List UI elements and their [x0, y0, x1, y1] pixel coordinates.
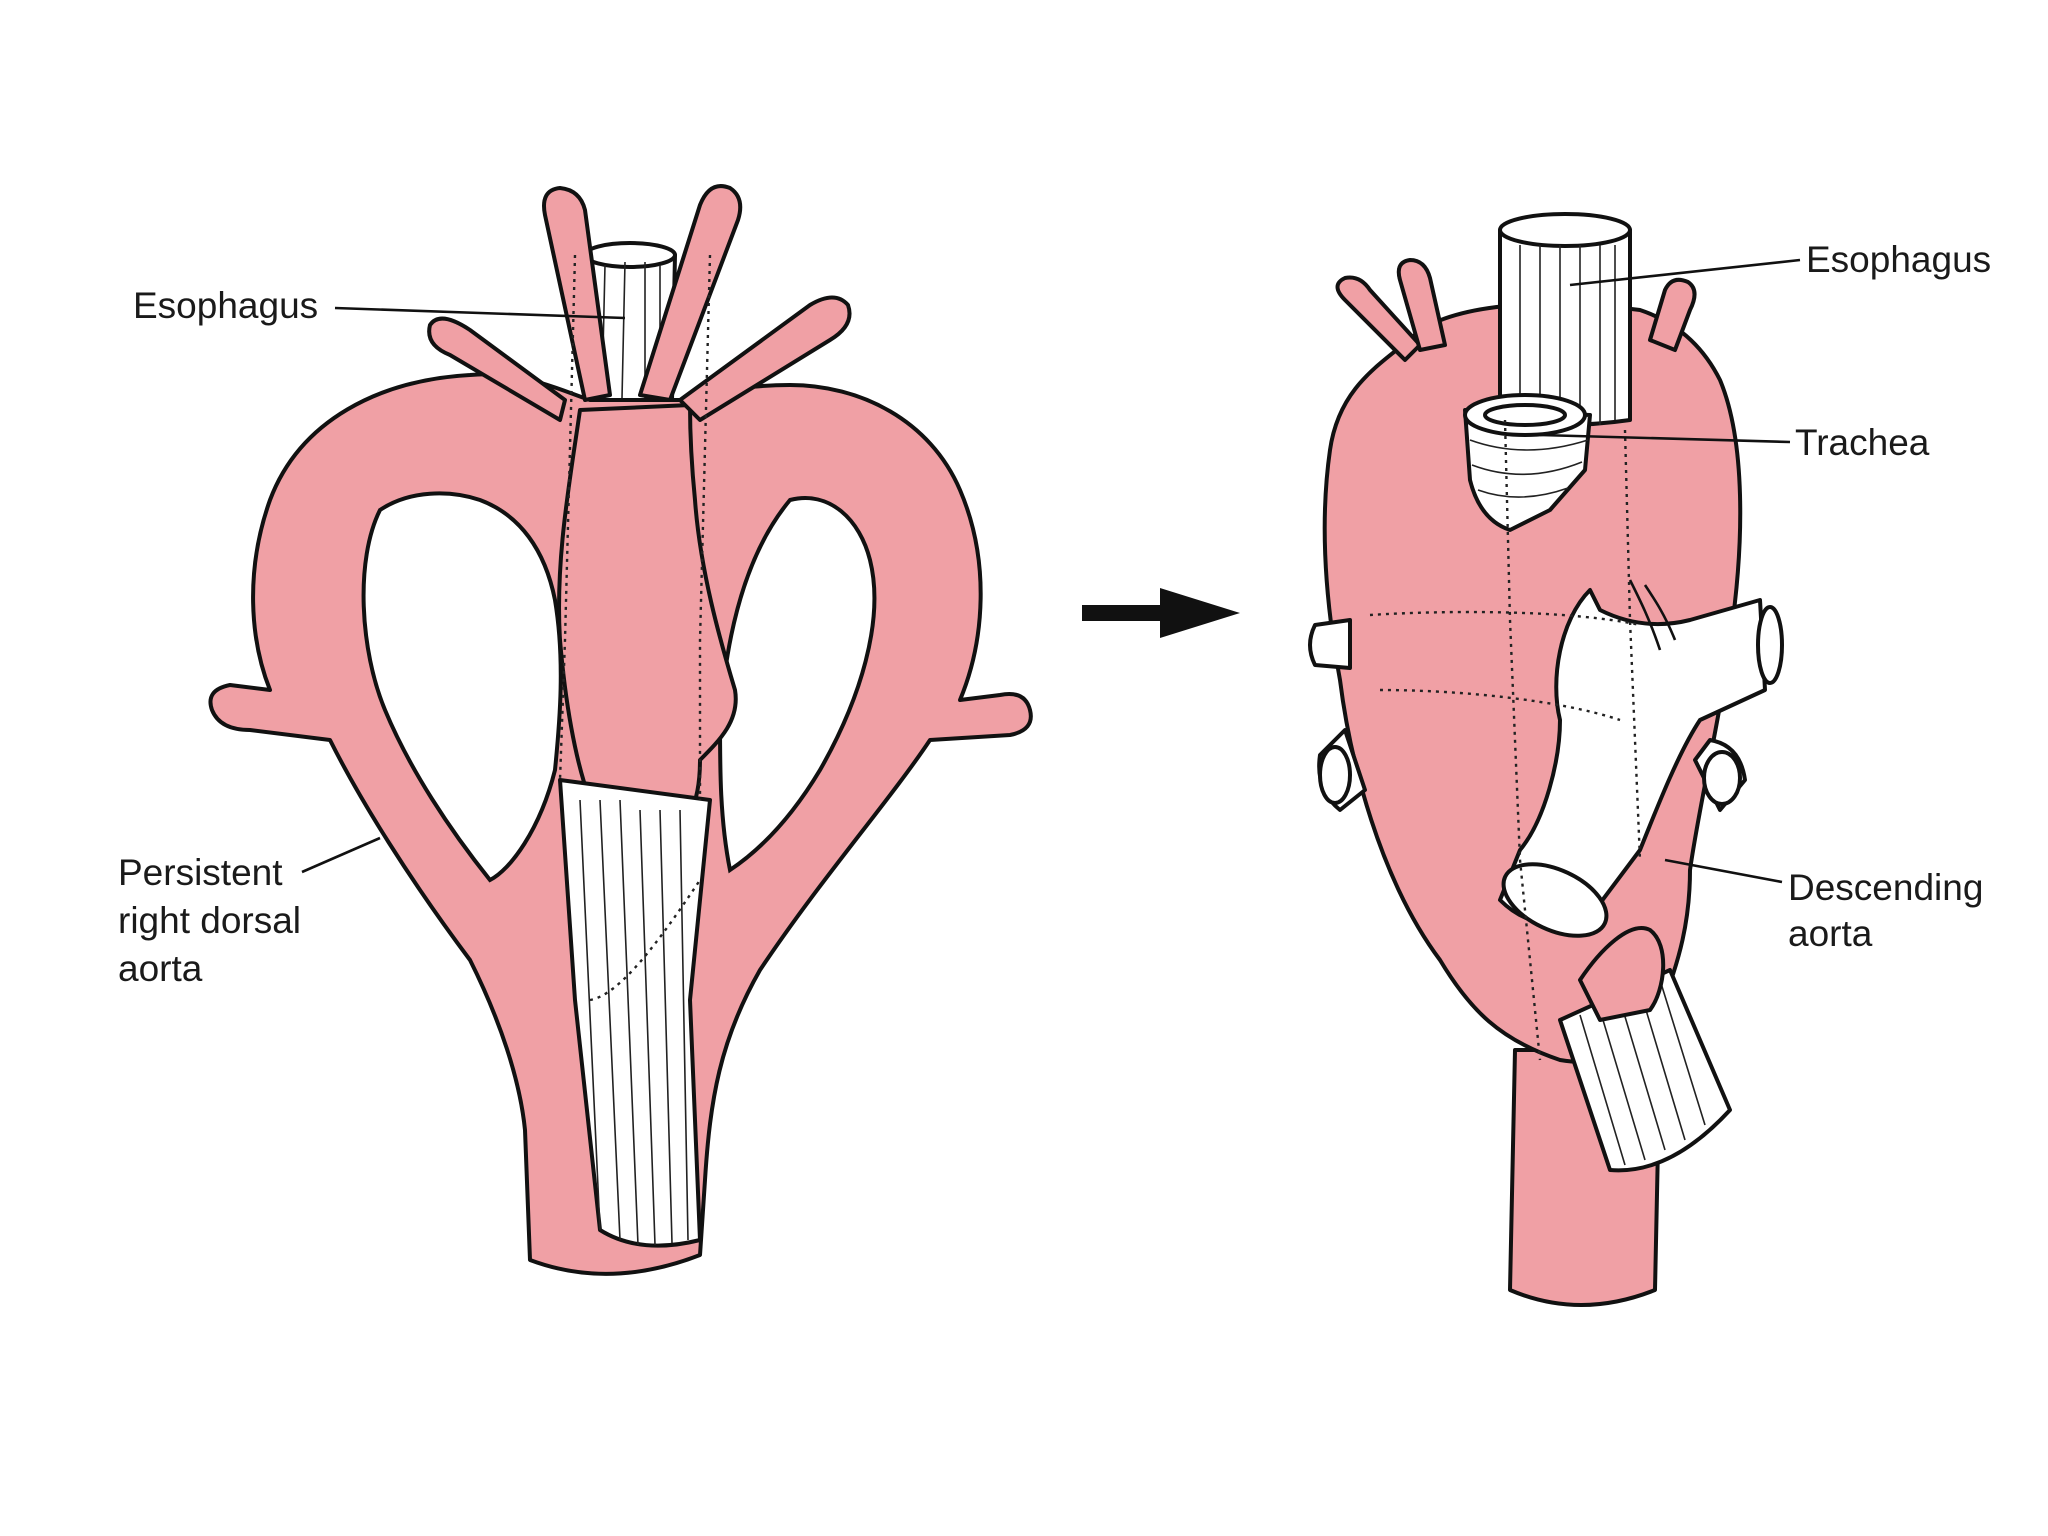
right-side-vessel-opening — [1756, 605, 1784, 685]
right-branch-1 — [1335, 275, 1422, 362]
descending-aorta-label-line1: Descending — [1788, 867, 1983, 908]
right-branch-3 — [1648, 277, 1697, 352]
persistent-aorta-label-line1: Persistent — [118, 852, 283, 893]
left-branch-right — [678, 295, 852, 422]
right-esophagus-leader — [1569, 258, 1801, 287]
right-suture — [1628, 579, 1677, 651]
left-branch-left — [427, 316, 567, 422]
right-right-stub — [1693, 738, 1747, 812]
left-branch-rightup — [638, 184, 743, 402]
descending-aorta-leader — [1664, 858, 1783, 884]
right-branch-2 — [1396, 258, 1447, 352]
left-branch-leftup — [542, 186, 612, 402]
right-figure: Esophagus Trachea Descending aorta — [1308, 212, 1991, 1307]
left-figure: Esophagus Persistent right dorsal aorta — [118, 184, 1033, 1276]
right-left-stub-upper — [1308, 618, 1352, 670]
right-esophagus-label: Esophagus — [1806, 239, 1991, 280]
descending-aorta-label-line2: aorta — [1788, 913, 1873, 954]
trachea-label: Trachea — [1795, 422, 1930, 463]
right-arrow-icon — [1082, 588, 1240, 638]
left-esophagus-label: Esophagus — [133, 285, 318, 326]
left-arch-hole-left — [361, 491, 563, 883]
left-esophagus-lower — [558, 778, 712, 1248]
persistent-aorta-label-line3: aorta — [118, 948, 203, 989]
right-aorta-knob — [1578, 926, 1666, 1022]
right-cut-vessel-opening — [1501, 862, 1609, 938]
persistent-aorta-leader — [301, 836, 381, 874]
persistent-aorta-label-line2: right dorsal — [118, 900, 301, 941]
right-esophagus — [1498, 212, 1632, 427]
trachea-leader — [1539, 433, 1791, 444]
right-left-stub-lower — [1317, 728, 1367, 812]
left-esophagus-leader — [334, 306, 626, 320]
